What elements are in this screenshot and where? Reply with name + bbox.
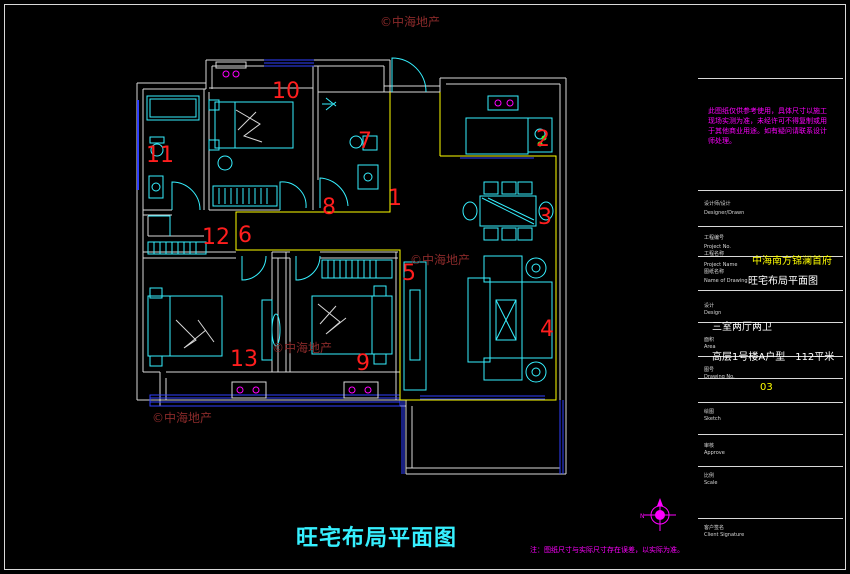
compass-label: N [640, 513, 645, 520]
watermark: ©中海地产 [410, 252, 470, 267]
plants [222, 70, 514, 394]
room-number: 7 [358, 129, 372, 154]
drawing-name-label: 图纸名称 [704, 269, 725, 275]
watermark: ©中海地产 [152, 410, 212, 425]
zone-lines [235, 92, 557, 401]
project-name-label: 工程名称 [704, 251, 725, 257]
footnote: 注：图纸尺寸与实际尺寸存在误差，以实际为准。 [530, 546, 684, 554]
furniture [146, 57, 554, 399]
watermark: ©中海地产 [272, 340, 332, 355]
bed-covers [175, 109, 347, 349]
designer-sub: Designer/Drawn [704, 210, 745, 216]
room-number: 12 [202, 225, 230, 250]
drawing-name-value: 旺宅布局平面图 [748, 276, 818, 287]
drawing-frame [4, 4, 846, 570]
room-number: 8 [322, 195, 336, 220]
approve-sub: Approve [704, 450, 725, 456]
room-number: 13 [230, 347, 258, 372]
design-sub: Design [704, 310, 722, 316]
plant-leaves [537, 135, 547, 147]
area-label: 面积 [704, 337, 715, 343]
design-value: 三室两厅两卫 [712, 322, 772, 333]
design-notes: 此图纸仅供参考使用，具体尺寸以施工现场实测为准，未经许可不得复制或用于其他商业用… [708, 107, 827, 145]
project-name-value: 中海南方锦澜首府 [752, 256, 832, 267]
page-title: 旺宅布局平面图 [296, 526, 458, 551]
signature-sub: Client Signature [704, 532, 745, 538]
room-number: 11 [146, 143, 174, 168]
title-block: 设计师/设计 Designer/Drawn 工程编号 Project No. 工… [698, 10, 843, 568]
sketch-sub: Sketch [704, 416, 721, 422]
drawing-no-sub: Drawing No. [704, 374, 735, 380]
area-sub: Area [704, 344, 716, 350]
room-number: 1 [388, 186, 402, 211]
watermark: ©中海地产 [380, 14, 440, 29]
room-number: 4 [540, 317, 554, 342]
drawing-no-value: 03 [760, 382, 773, 393]
room-number: 10 [272, 79, 300, 104]
project-no-label: 工程编号 [704, 235, 725, 241]
signature-label: 客户签名 [704, 525, 725, 531]
area-value: 高层1号楼A户型 112平米 [712, 352, 835, 363]
project-no-sub: Project No. [704, 244, 731, 250]
room-number: 2 [536, 127, 550, 152]
room-number: 6 [238, 223, 252, 248]
room-number: 3 [538, 205, 552, 230]
drawing-no-label: 图号 [704, 367, 715, 373]
project-name-sub: Project Name [704, 262, 738, 268]
drawing-name-sub: Name of Drawing [704, 278, 748, 284]
scale-sub: Scale [704, 480, 718, 486]
scale-label: 比例 [704, 473, 715, 479]
sketch-label: 绘图 [704, 409, 715, 415]
design-label: 设计 [704, 303, 715, 309]
compass-icon [644, 498, 676, 531]
room-number: 5 [402, 261, 416, 286]
designer-label: 设计师/设计 [704, 201, 731, 207]
room-number: 9 [356, 351, 370, 376]
approve-label: 审核 [704, 443, 715, 449]
